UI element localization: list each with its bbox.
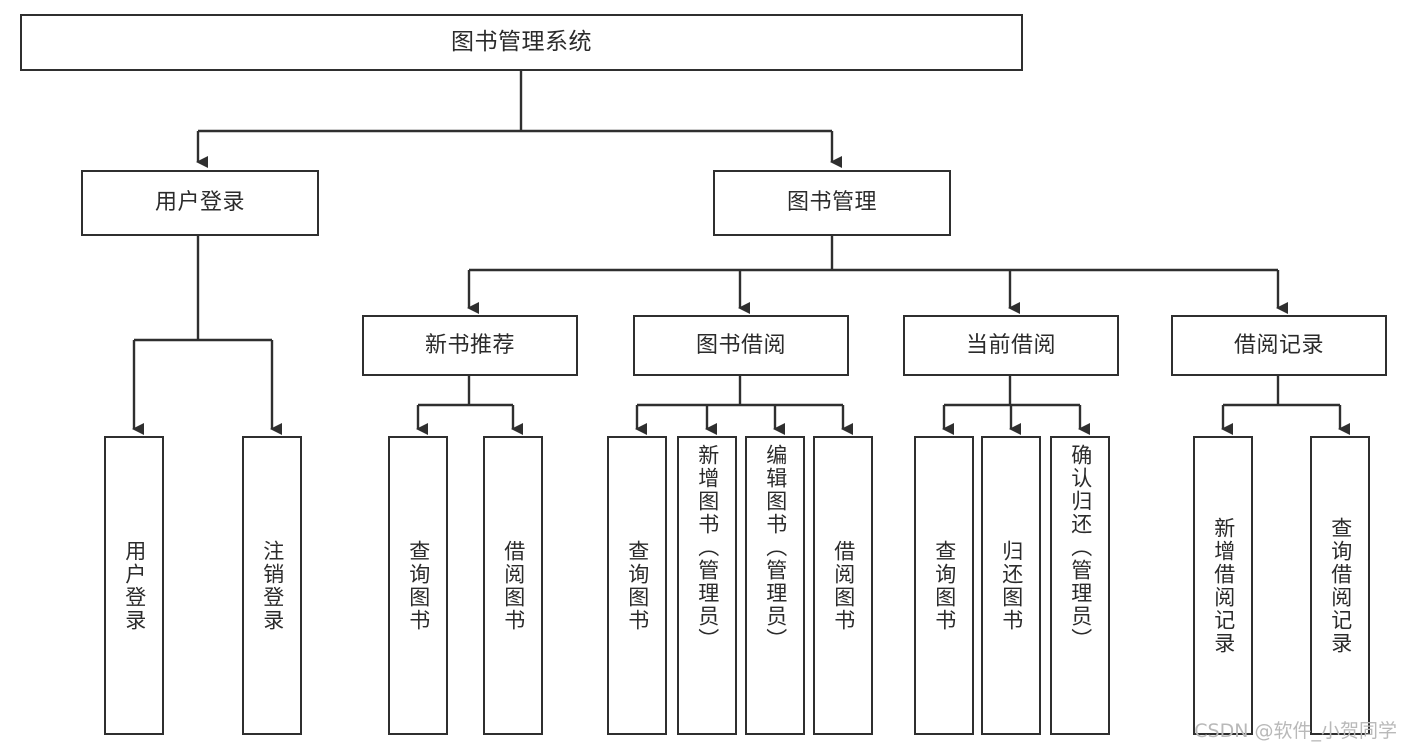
node-label: 编辑图书（管理员） <box>763 444 788 651</box>
node-label: 查询图书 <box>932 539 957 632</box>
node-label: 用户登录 <box>122 539 147 632</box>
leaf-query-book-borrowing[interactable]: 查询图书 <box>607 436 667 735</box>
leaf-user-logout[interactable]: 注销登录 <box>242 436 302 735</box>
leaf-edit-book-admin[interactable]: 编辑图书（管理员） <box>745 436 805 735</box>
node-label: 图书管理系统 <box>451 29 592 56</box>
node-root-book-management-system[interactable]: 图书管理系统 <box>20 14 1023 71</box>
leaf-add-book-admin[interactable]: 新增图书（管理员） <box>677 436 737 735</box>
node-label: 注销登录 <box>260 539 285 632</box>
leaf-query-borrow-record[interactable]: 查询借阅记录 <box>1310 436 1370 735</box>
leaf-borrow-book-borrowing[interactable]: 借阅图书 <box>813 436 873 735</box>
node-label: 借阅图书 <box>501 539 526 632</box>
node-user-login[interactable]: 用户登录 <box>81 170 319 236</box>
node-book-management[interactable]: 图书管理 <box>713 170 951 236</box>
csdn-watermark: CSDN @软件_小贺同学 <box>1194 720 1397 742</box>
leaf-query-book-recommendation[interactable]: 查询图书 <box>388 436 448 735</box>
node-label: 查询图书 <box>406 539 431 632</box>
node-borrowing-record[interactable]: 借阅记录 <box>1171 315 1387 376</box>
leaf-borrow-book-recommendation[interactable]: 借阅图书 <box>483 436 543 735</box>
node-label: 新增借阅记录 <box>1211 516 1236 655</box>
node-book-borrowing[interactable]: 图书借阅 <box>633 315 849 376</box>
node-label: 查询借阅记录 <box>1328 516 1353 655</box>
node-label: 用户登录 <box>154 190 245 216</box>
leaf-query-book-current[interactable]: 查询图书 <box>914 436 974 735</box>
node-label: 当前借阅 <box>965 332 1056 358</box>
node-label: 借阅图书 <box>831 539 856 632</box>
leaf-return-book[interactable]: 归还图书 <box>981 436 1041 735</box>
leaf-user-login[interactable]: 用户登录 <box>104 436 164 735</box>
node-label: 新增图书（管理员） <box>695 444 720 651</box>
node-label: 借阅记录 <box>1233 332 1324 358</box>
leaf-confirm-return-admin[interactable]: 确认归还（管理员） <box>1050 436 1110 735</box>
node-label: 确认归还（管理员） <box>1068 444 1093 651</box>
node-label: 新书推荐 <box>424 332 515 358</box>
leaf-add-borrow-record[interactable]: 新增借阅记录 <box>1193 436 1253 735</box>
node-label: 归还图书 <box>999 539 1024 632</box>
node-label: 图书管理 <box>786 190 877 216</box>
node-current-borrowing[interactable]: 当前借阅 <box>903 315 1119 376</box>
node-label: 查询图书 <box>625 539 650 632</box>
node-label: 图书借阅 <box>695 332 786 358</box>
node-new-book-recommendation[interactable]: 新书推荐 <box>362 315 578 376</box>
